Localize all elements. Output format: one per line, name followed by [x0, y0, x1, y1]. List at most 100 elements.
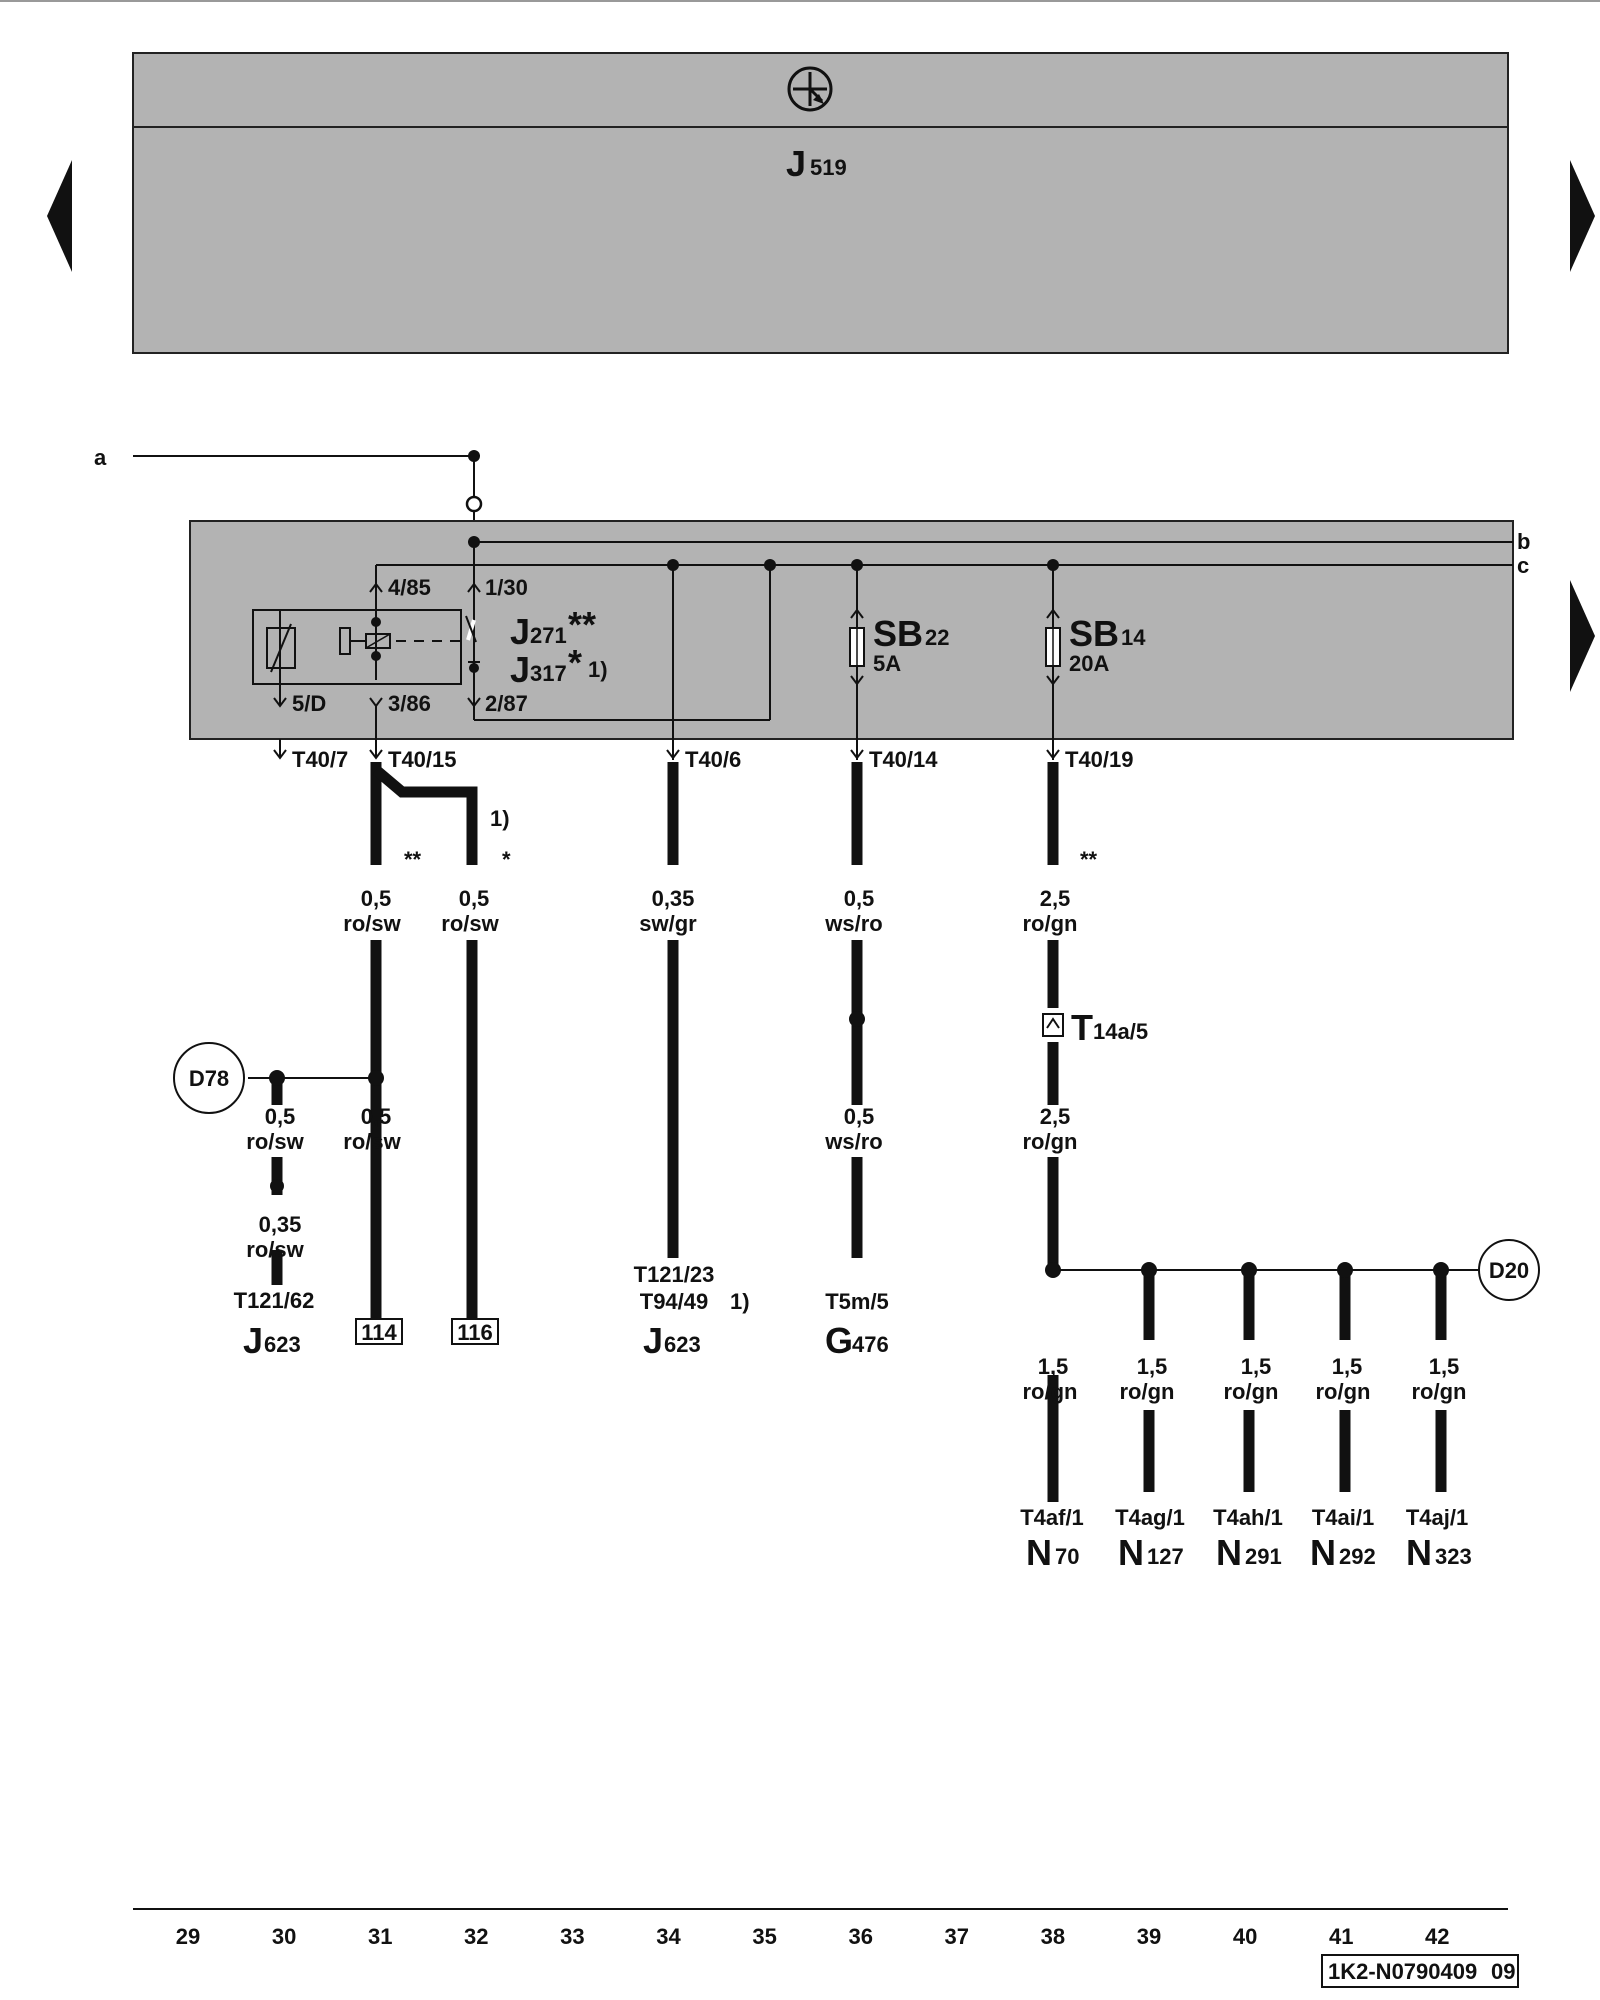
- n323-sub: 323: [1435, 1544, 1472, 1569]
- connector-t14a-sub: 14a/5: [1093, 1019, 1148, 1044]
- prev-page-arrow-icon[interactable]: [47, 160, 72, 272]
- column-number: 40: [1233, 1924, 1257, 1949]
- j623-a-sub: 623: [264, 1332, 301, 1357]
- j623-b-sub: 623: [664, 1332, 701, 1357]
- ground-star-icon: [787, 66, 833, 112]
- pin-t40-15: T40/15: [388, 747, 457, 772]
- relay-j271-j317: 4/85 1/30 5/D 3/86 2/87 J 271 ** J 317 *…: [252, 542, 771, 721]
- note-double-star-31: **: [404, 847, 422, 872]
- connector-t14a-5: T 14a/5: [1042, 1007, 1148, 1048]
- n323-name: N: [1406, 1532, 1432, 1573]
- wire-30-b-size: 0,35: [259, 1212, 302, 1237]
- wire-36-bot-size: 0,5: [844, 1104, 875, 1129]
- wire-31-top-size: 0,5: [361, 886, 392, 911]
- line-c-label: c: [1517, 553, 1529, 578]
- wire-31-bot-size: 0,5: [361, 1104, 392, 1129]
- wire-30-b-color: ro/sw: [246, 1237, 304, 1262]
- fuse-sb22-rating: 5A: [873, 651, 901, 676]
- n70-sub: 70: [1055, 1544, 1079, 1569]
- ref-box-116[interactable]: 116: [451, 1318, 499, 1345]
- column-number: 30: [272, 1924, 296, 1949]
- g476-sub: 476: [852, 1332, 889, 1357]
- column-number: 39: [1137, 1924, 1161, 1949]
- pin-3-86: 3/86: [388, 691, 431, 716]
- ref-116-label: 116: [457, 1320, 493, 1345]
- column-number: 35: [752, 1924, 776, 1949]
- note-1: 1): [490, 806, 510, 831]
- ground-point-d20-label: D20: [1489, 1258, 1529, 1283]
- component-n292: T4ai/1 N 292: [1310, 1505, 1376, 1573]
- pin-t40-7: T40/7: [292, 747, 348, 772]
- fuse-sb22-sub: 22: [925, 625, 949, 650]
- pin-1-30: 1/30: [485, 575, 528, 600]
- component-n70: T4af/1 N 70: [1020, 1505, 1084, 1573]
- column-number: 37: [945, 1924, 969, 1949]
- control-unit-sub: 519: [810, 155, 847, 180]
- n292-pin: T4ai/1: [1312, 1505, 1374, 1530]
- wire-30-a-color: ro/sw: [246, 1129, 304, 1154]
- relay-j271-name: J: [510, 611, 530, 652]
- relay-j271-mark: **: [568, 604, 596, 645]
- n70-name: N: [1026, 1532, 1052, 1573]
- relay-j271-sub: 271: [530, 623, 567, 648]
- next-page-arrow-icon[interactable]: [1570, 160, 1595, 272]
- n291-name: N: [1216, 1532, 1242, 1573]
- line-a-label: a: [94, 445, 107, 470]
- pin-t40-6: T40/6: [685, 747, 741, 772]
- j623-b-note: 1): [730, 1289, 750, 1314]
- column-number: 29: [176, 1924, 200, 1949]
- relay-j317-sub: 317: [530, 661, 567, 686]
- bus-lines: b c: [376, 529, 1530, 578]
- j623-b-name: J: [643, 1320, 663, 1361]
- column-number: 42: [1425, 1924, 1449, 1949]
- line-b-label: b: [1517, 529, 1530, 554]
- n292-name: N: [1310, 1532, 1336, 1573]
- splices: [248, 1011, 1478, 1278]
- n291-sub: 291: [1245, 1544, 1282, 1569]
- pin-2-87: 2/87: [485, 691, 528, 716]
- wire-36-bot-color: ws/ro: [824, 1129, 882, 1154]
- j623-a-pin: T121/62: [234, 1288, 315, 1313]
- wire-38-top-color: ro/gn: [1023, 911, 1078, 936]
- wire-36-top-size: 0,5: [844, 886, 875, 911]
- relay-j317-note: 1): [588, 657, 608, 682]
- n70-pin: T4af/1: [1020, 1505, 1084, 1530]
- fuse-sb22: SB 22 5A: [849, 565, 949, 760]
- wire-32-top: [372, 765, 478, 865]
- document-id-label: 1K2-N0790409: [1328, 1959, 1477, 1984]
- n127-sub: 127: [1147, 1544, 1184, 1569]
- wire-41-color: ro/gn: [1316, 1379, 1371, 1404]
- pin-4-85: 4/85: [388, 575, 431, 600]
- component-j623-b: T121/23 T94/49 1) J 623: [634, 1262, 750, 1361]
- column-number: 31: [368, 1924, 392, 1949]
- j623-b-pin2: T94/49: [640, 1289, 709, 1314]
- fuse-sb14-sub: 14: [1121, 625, 1146, 650]
- g476-pin: T5m/5: [825, 1289, 889, 1314]
- j623-b-pin: T121/23: [634, 1262, 715, 1287]
- ref-box-114[interactable]: 114: [355, 1318, 403, 1345]
- wire-31-bot-color: ro/sw: [343, 1129, 401, 1154]
- ground-point-d78: D78: [173, 1042, 245, 1114]
- wire-36-top-color: ws/ro: [824, 911, 882, 936]
- wire-30-a-size: 0,5: [265, 1104, 296, 1129]
- n291-pin: T4ah/1: [1213, 1505, 1283, 1530]
- component-n291: T4ah/1 N 291: [1213, 1505, 1283, 1573]
- column-number: 41: [1329, 1924, 1353, 1949]
- column-number: 36: [848, 1924, 872, 1949]
- fuse-sb22-name: SB: [873, 613, 923, 654]
- component-n323: T4aj/1 N 323: [1406, 1505, 1472, 1573]
- next-page-arrow-icon-lower[interactable]: [1570, 580, 1595, 692]
- component-g476: T5m/5 G 476: [825, 1289, 889, 1361]
- control-unit-j519: J 519: [132, 52, 1509, 354]
- n127-pin: T4ag/1: [1115, 1505, 1185, 1530]
- wire-34-color: sw/gr: [639, 911, 697, 936]
- n292-sub: 292: [1339, 1544, 1376, 1569]
- fuse-relay-carrier: [189, 520, 1514, 740]
- wire-38-mid-size: 2,5: [1040, 1104, 1071, 1129]
- wire-38-top-size: 2,5: [1040, 886, 1071, 911]
- n323-pin: T4aj/1: [1406, 1505, 1468, 1530]
- pin-t40-19: T40/19: [1065, 747, 1134, 772]
- fuse-sb14-rating: 20A: [1069, 651, 1109, 676]
